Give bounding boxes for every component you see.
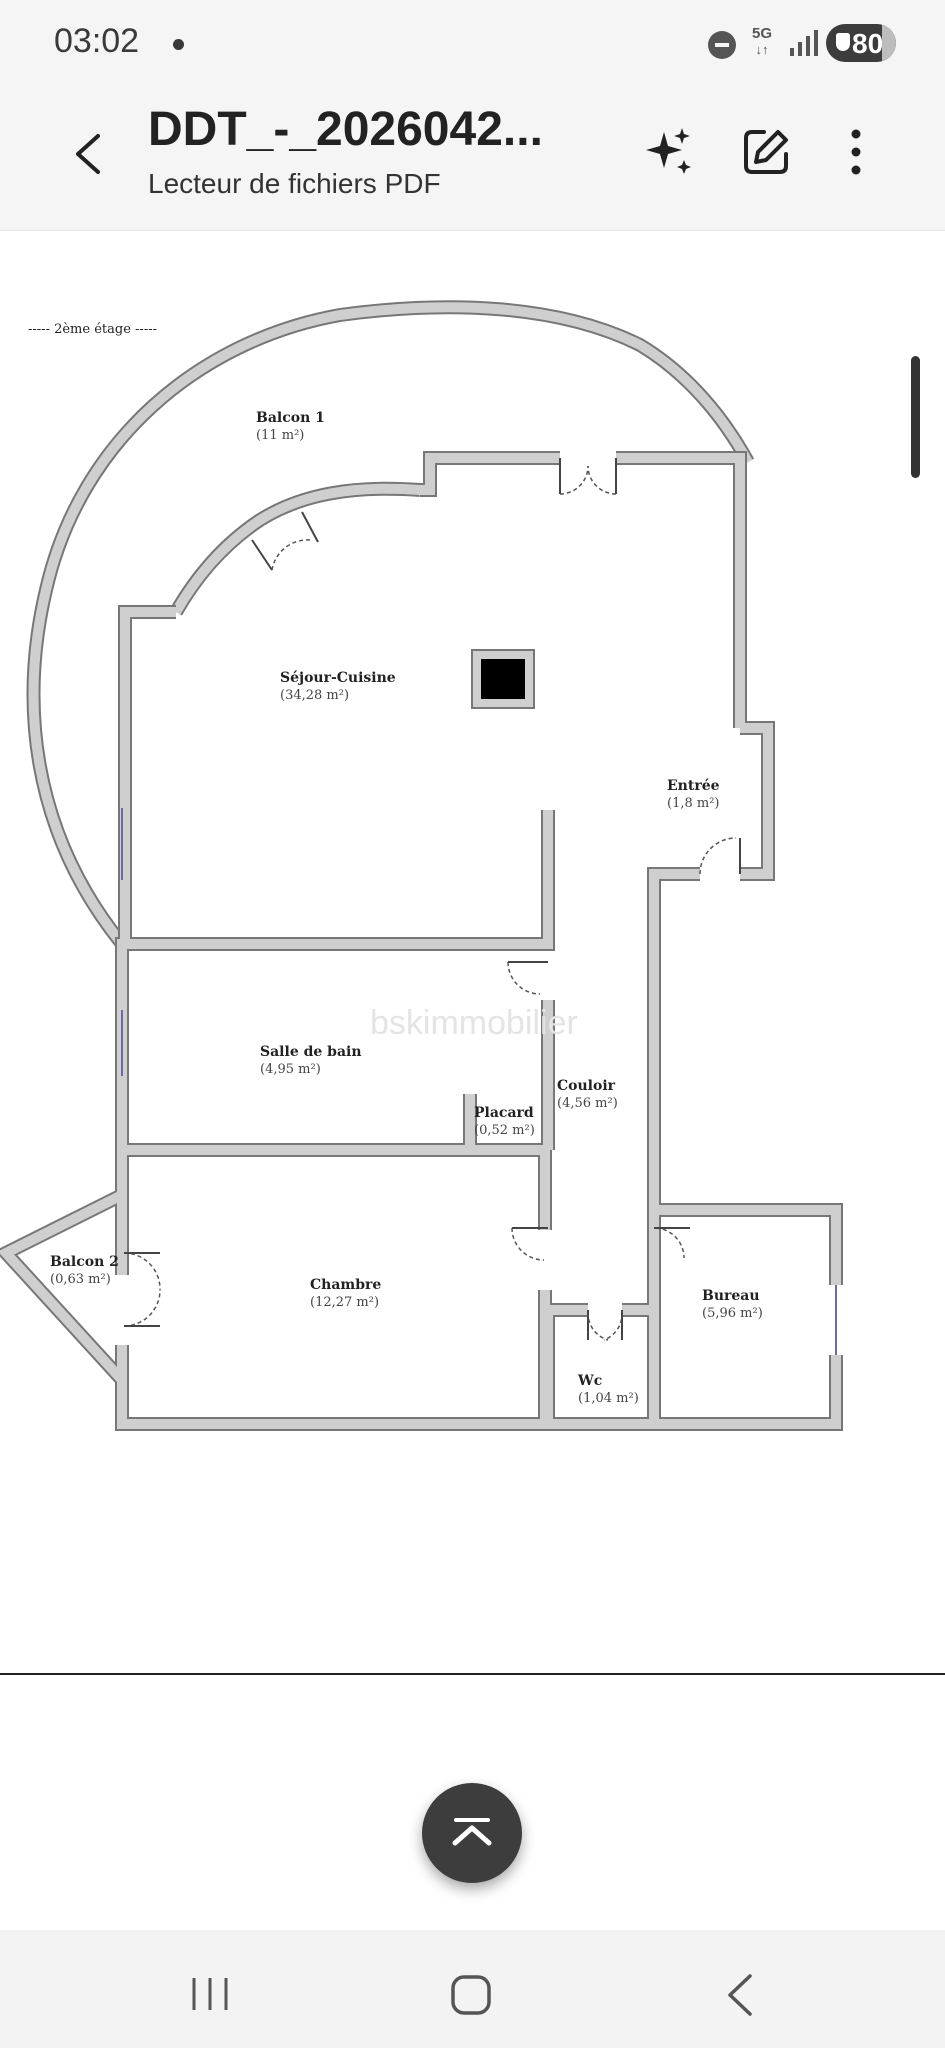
more-options-icon[interactable] <box>836 124 876 180</box>
system-navigation-bar <box>0 1930 945 2048</box>
balcon1-outer-wall <box>26 300 755 949</box>
shield-icon <box>836 33 850 51</box>
ai-sparkle-icon[interactable] <box>640 124 696 180</box>
room-area-placard: (0,52 m²) <box>474 1123 535 1138</box>
home-icon[interactable] <box>448 1972 494 2018</box>
back-arrow-icon[interactable] <box>62 124 122 184</box>
room-area-sdb: (4,95 m²) <box>260 1062 321 1077</box>
network-label: 5G <box>752 25 773 42</box>
room-name-bureau: Bureau <box>702 1288 760 1304</box>
nav-back-icon[interactable] <box>722 1970 758 2020</box>
room-area-entree: (1,8 m²) <box>667 796 720 811</box>
room-name-couloir: Couloir <box>557 1078 616 1094</box>
doors <box>123 465 737 1341</box>
room-name-wc: Wc <box>577 1373 602 1389</box>
data-arrows-icon: ↓↑ <box>755 42 769 57</box>
room-area-couloir: (4,56 m²) <box>557 1096 618 1111</box>
page-separator <box>0 1673 945 1675</box>
floor-plan: bskimmobilier ----- 2ème étage ----- Bal… <box>0 300 843 1431</box>
column-core <box>481 659 525 699</box>
app-bar: DDT_-_2026042... Lecteur de fichiers PDF <box>0 90 945 231</box>
floor-label: ----- 2ème étage ----- <box>28 322 157 337</box>
room-name-entree: Entrée <box>667 778 720 794</box>
status-bar: 03:02 5G↓↑ 80 <box>0 0 945 90</box>
battery-level: 80 <box>852 28 884 59</box>
document-title: DDT_-_2026042... <box>148 103 543 156</box>
room-area-balcon1: (11 m²) <box>256 428 304 443</box>
room-area-wc: (1,04 m²) <box>578 1391 639 1406</box>
chevron-up-icon <box>452 1818 492 1846</box>
pdf-page[interactable]: bskimmobilier ----- 2ème étage ----- Bal… <box>0 232 945 1672</box>
do-not-disturb-icon <box>708 31 736 59</box>
room-name-sdb: Salle de bain <box>260 1044 362 1060</box>
battery-empty-portion <box>882 24 896 62</box>
watermark: bskimmobilier <box>370 1004 578 1042</box>
signal-icon <box>790 30 818 56</box>
room-name-balcon1: Balcon 1 <box>256 410 325 426</box>
status-time: 03:02 <box>54 22 140 60</box>
room-name-chambre: Chambre <box>310 1277 381 1293</box>
app-subtitle: Lecteur de fichiers PDF <box>148 168 441 199</box>
network-type: 5G↓↑ <box>752 26 772 58</box>
room-name-balcon2: Balcon 2 <box>50 1254 119 1270</box>
door-leaves <box>124 458 741 1340</box>
edit-icon[interactable] <box>738 124 794 180</box>
room-name-placard: Placard <box>474 1105 534 1121</box>
room-area-bureau: (5,96 m²) <box>702 1306 763 1321</box>
battery-icon: 80 <box>826 24 896 62</box>
scrollbar-thumb[interactable] <box>911 356 920 478</box>
scroll-to-top-button[interactable] <box>422 1783 522 1883</box>
sejour-curved-wall <box>169 481 421 616</box>
room-area-chambre: (12,27 m²) <box>310 1295 379 1310</box>
recent-apps-icon[interactable] <box>188 1974 232 2014</box>
room-name-sejour: Séjour-Cuisine <box>280 670 396 686</box>
room-area-sejour: (34,28 m²) <box>280 688 349 703</box>
notification-dot-icon <box>173 39 184 50</box>
room-area-balcon2: (0,63 m²) <box>50 1272 111 1287</box>
